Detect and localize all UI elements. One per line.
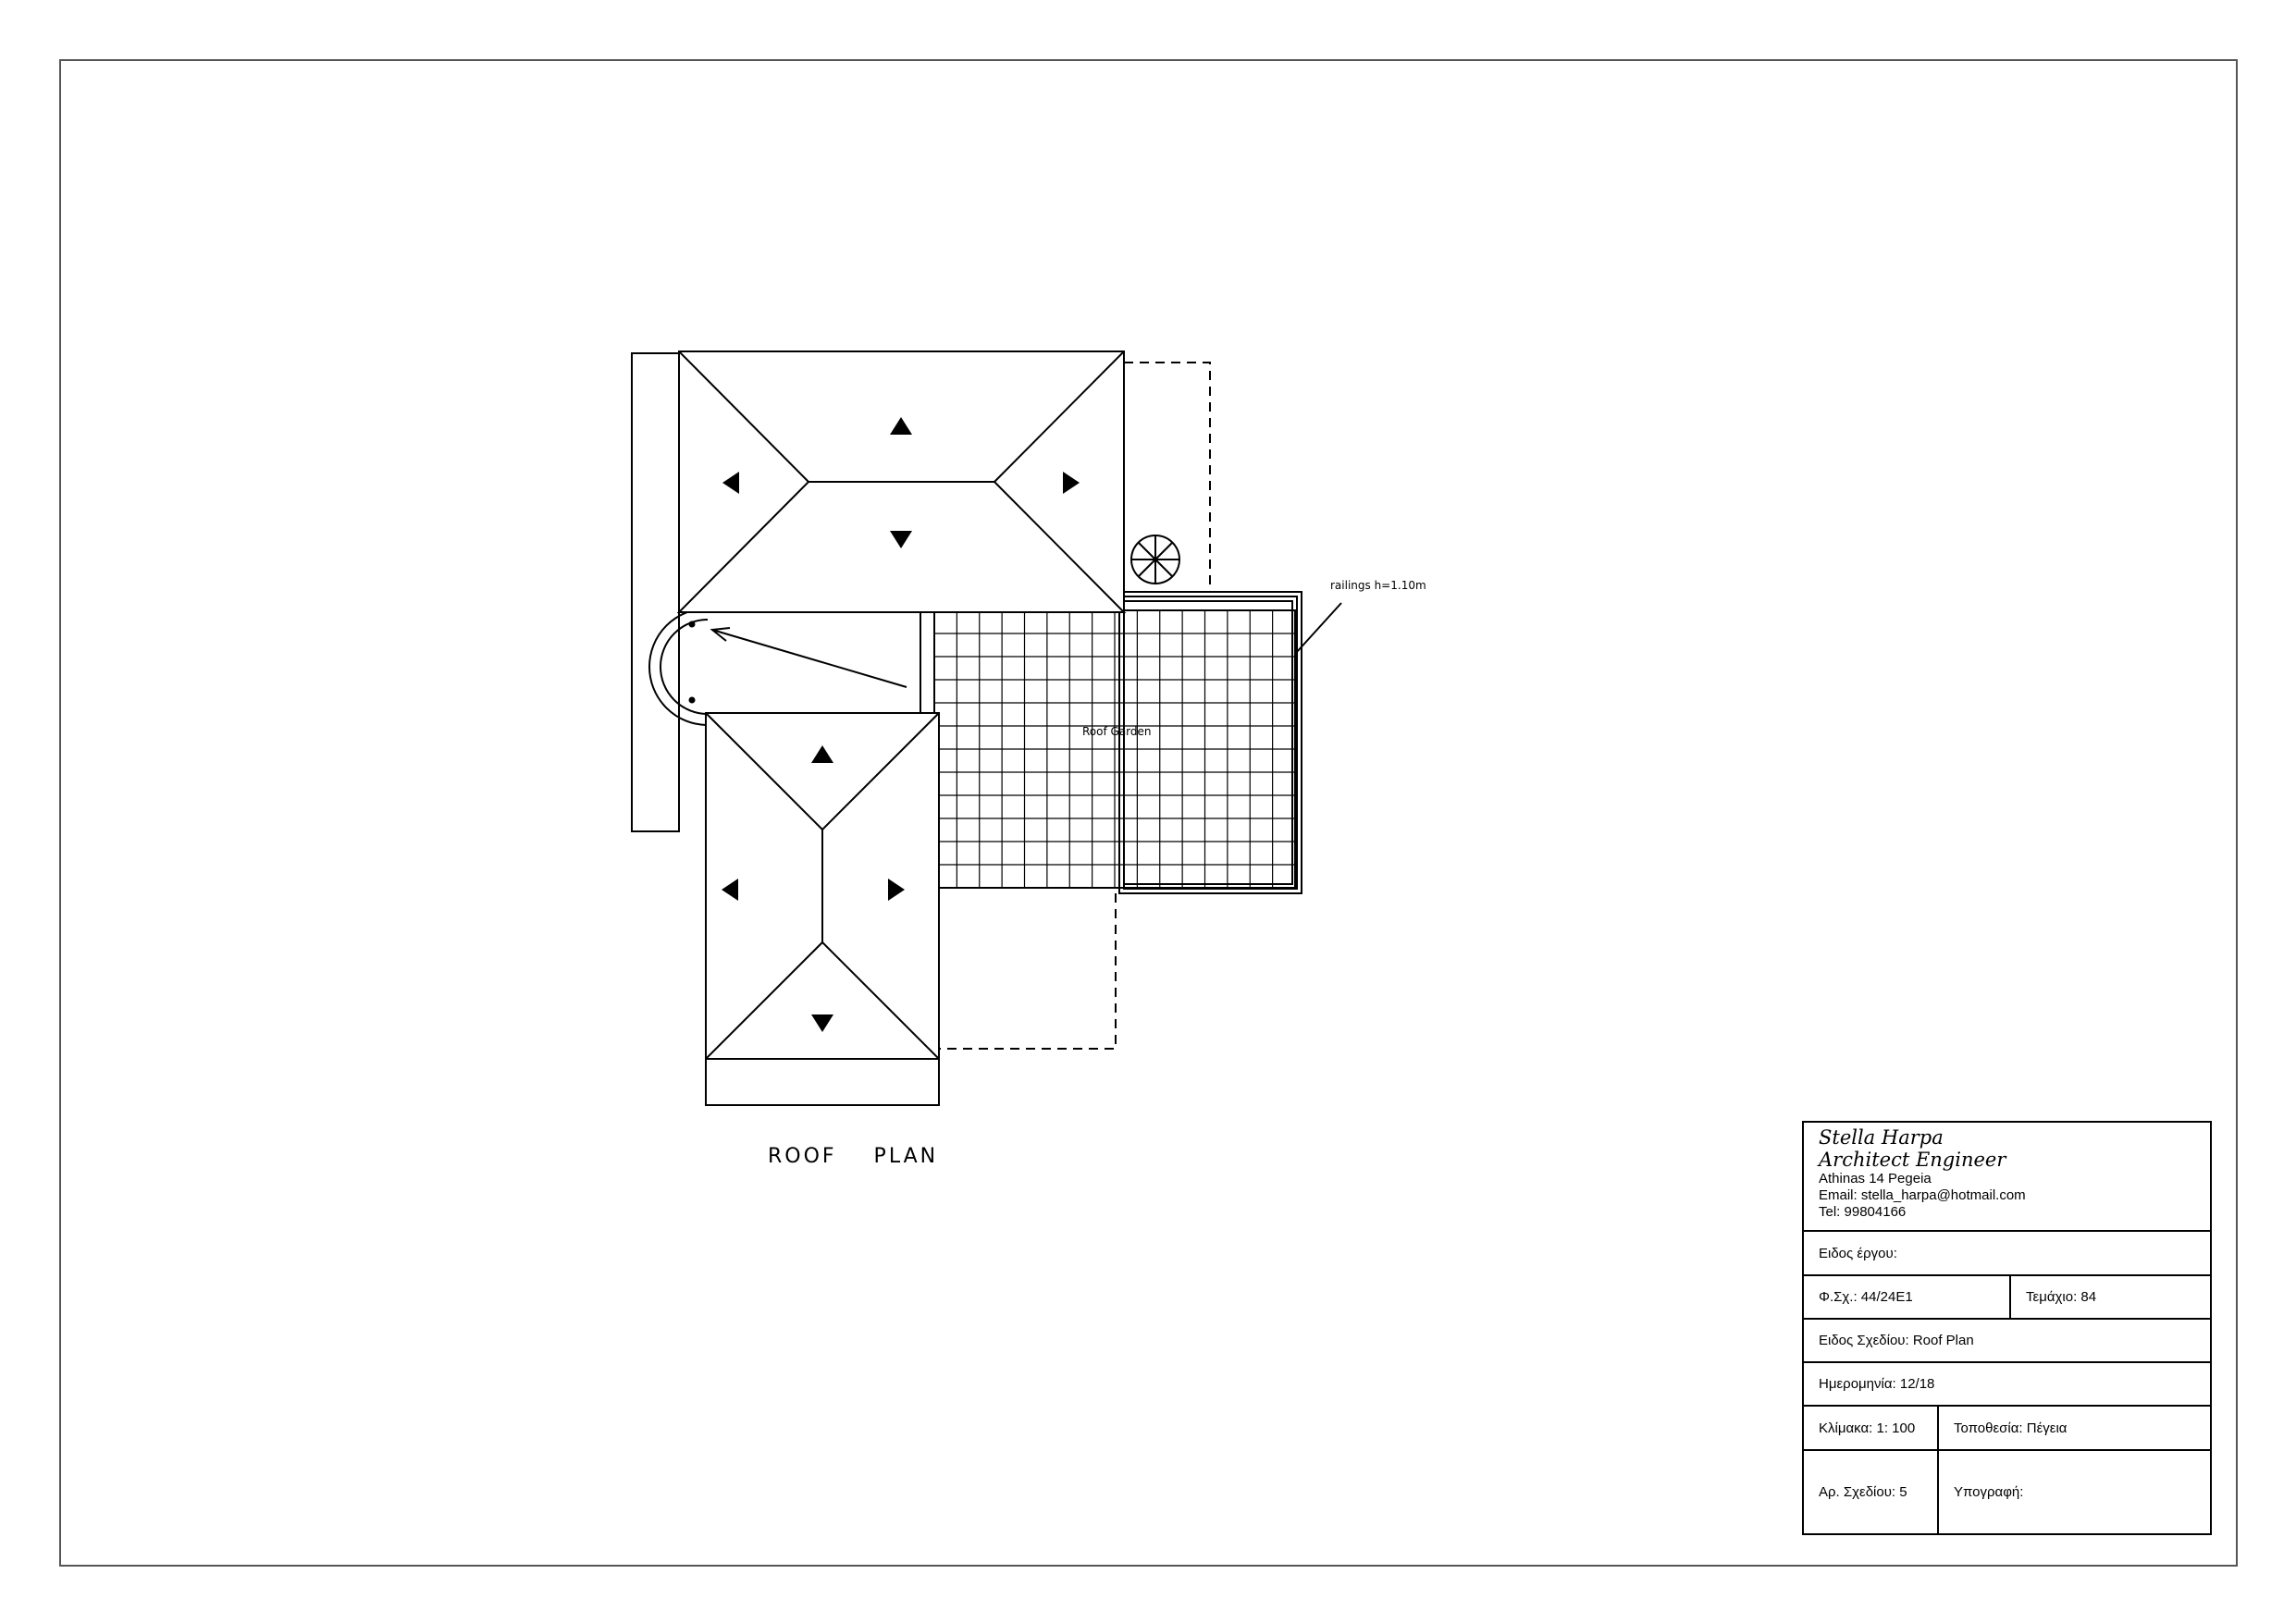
company-role: Architect Engineer [1819,1149,2006,1171]
slope-arrow-down-icon [811,1014,833,1032]
lower-hip-roof [705,712,940,1106]
roof-garden-terrace [920,591,1302,894]
drawing-location: Τοποθεσία: Πέγεια [1937,1407,2210,1449]
slope-arrow-right-icon [888,879,905,901]
company-stamp: Stella Harpa Architect Engineer Athinas … [1819,1126,2026,1221]
drawing-scale: Κλίμακα: 1: 100 [1819,1420,1916,1436]
slope-arrow-up-icon [811,745,833,763]
drawing-type: Ειδος Σχεδίου: Roof Plan [1819,1333,1974,1348]
slope-arrow-down-icon [890,531,912,548]
sheet-border [59,59,2238,1567]
rain-outlet-dot [688,621,696,628]
plot-number: Τεμάχιο: 84 [2009,1276,2210,1318]
rain-outlet-dot [688,696,696,704]
row-project-type: Ειδος έργου: [1804,1230,2210,1274]
row-scale-location: Κλίμακα: 1: 100 Τοποθεσία: Πέγεια [1804,1405,2210,1449]
roof-garden-label: Roof Garden [1082,725,1152,738]
row-drawing-type: Ειδος Σχεδίου: Roof Plan [1804,1318,2210,1361]
title-block: Stella Harpa Architect Engineer Athinas … [1802,1121,2212,1535]
direction-arrowhead [710,627,731,642]
slope-arrow-right-icon [1063,472,1080,494]
dashed-outline-top [1124,362,1211,592]
row-date: Ημερομηνία: 12/18 [1804,1361,2210,1405]
upper-hip-roof [676,350,1127,613]
slope-arrow-up-icon [890,417,912,435]
spiral-stair-icon [1130,535,1180,584]
sheet-ref: Φ.Σχ.: 44/24Ε1 [1819,1289,1913,1305]
plan-title: ROOF PLAN [768,1145,939,1168]
row-sheet-plot: Φ.Σχ.: 44/24Ε1 Τεμάχιο: 84 [1804,1274,2210,1318]
parapet-strip [631,352,680,832]
railings-label: railings h=1.10m [1330,579,1426,592]
project-type: Ειδος έργου: [1819,1245,1897,1261]
drawing-date: Ημερομηνία: 12/18 [1819,1376,1935,1392]
row-number-signature: Αρ. Σχεδίου: 5 Υπογραφή: [1804,1449,2210,1533]
railings-leader [1295,602,1342,654]
company-phone: Tel: 99804166 [1819,1204,1907,1220]
dashed-outline-bottom [939,893,1117,1050]
direction-arrow [711,629,907,688]
company-email: Email: stella_harpa@hotmail.com [1819,1187,2026,1203]
company-address: Athinas 14 Pegeia [1819,1171,1932,1187]
slope-arrow-left-icon [722,472,739,494]
signature-field: Υπογραφή: [1937,1451,2210,1533]
paving-grid [934,610,1295,888]
slope-arrow-left-icon [722,879,738,901]
company-name: Stella Harpa [1819,1126,1944,1149]
drawing-number: Αρ. Σχεδίου: 5 [1819,1484,1907,1500]
